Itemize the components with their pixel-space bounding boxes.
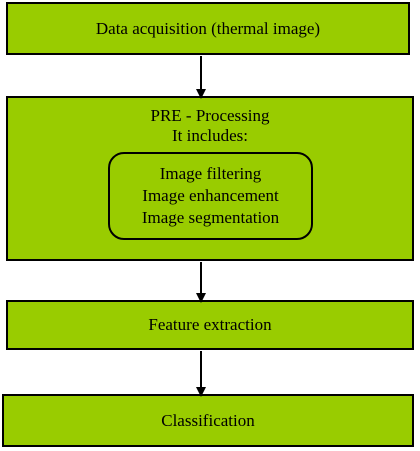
step-image-segmentation: Image segmentation [141, 208, 280, 227]
classification-label: Classification [161, 410, 255, 430]
feature-extraction-box: Feature extraction [6, 300, 414, 350]
classification-box: Classification [2, 394, 414, 447]
preprocessing-title: PRE - Processing [150, 106, 270, 125]
preprocessing-steps-box: Image filtering Image enhancement Image … [108, 152, 313, 240]
step-image-filtering: Image filtering [159, 164, 262, 183]
preprocessing-box: PRE - Processing It includes: Image filt… [6, 96, 414, 261]
data-acquisition-label: Data acquisition (thermal image) [95, 18, 321, 38]
preprocessing-subtitle: It includes: [171, 126, 248, 145]
feature-extraction-label: Feature extraction [148, 315, 272, 334]
step-image-enhancement: Image enhancement [142, 186, 279, 205]
data-acquisition-box: Data acquisition (thermal image) [6, 2, 410, 55]
